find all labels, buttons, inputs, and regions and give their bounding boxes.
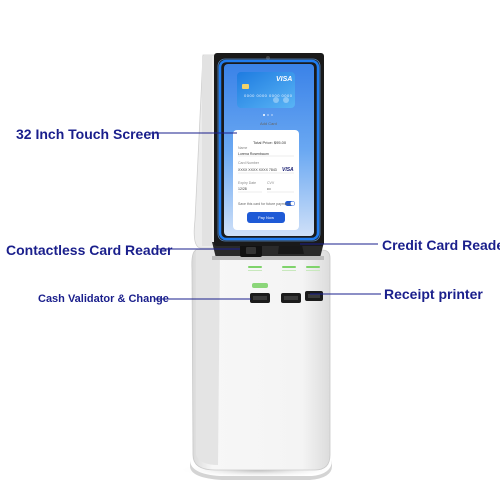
callout-contactless-reader: Contactless Card Reader (6, 242, 173, 258)
screen-cvv-field[interactable]: ••• (267, 187, 271, 191)
screen-card-number: 0000 0000 0000 0000 (244, 93, 293, 98)
callout-credit-card-reader: Credit Card Reader (382, 237, 500, 253)
status-light-right (306, 266, 320, 268)
screen-card-number-label: Card Number (238, 161, 260, 165)
screen-total-price: Total Price: $95.00 (253, 140, 287, 145)
screen-name-label: Name (238, 146, 248, 150)
page-dots-icon (263, 114, 273, 116)
kiosk-base (190, 460, 332, 480)
callout-cash-validator: Cash Validator & Change (38, 293, 169, 305)
callout-receipt-printer: Receipt printer (384, 286, 483, 302)
neon-frame (218, 59, 320, 241)
screen-add-card-link[interactable]: Add Card (260, 121, 277, 126)
screen-cvv-label: CVV (267, 181, 275, 185)
cash-validator-slot (252, 283, 268, 288)
kiosk-pedestal (191, 249, 331, 471)
screen-expiry-field[interactable]: 12/28 (238, 187, 247, 191)
screen-card-brand: VISA (276, 76, 293, 83)
screen-name-field[interactable]: Lorena Rosenbaum (238, 152, 269, 156)
status-light-middle (282, 266, 296, 268)
payment-form-panel (233, 130, 299, 230)
card-chip-icon (242, 84, 249, 89)
status-light-left (248, 266, 262, 268)
screen-save-card-text: Save this card for future payments (238, 202, 292, 206)
screen-pay-now-button[interactable]: Pay Now (247, 212, 285, 223)
callout-touch-screen: 32 Inch Touch Screen (16, 126, 160, 142)
screen-visa-logo: VISA (282, 167, 294, 173)
screen-credit-card (237, 72, 295, 108)
screen-expiry-label: Expiry Date (238, 181, 257, 185)
screen-card-number-field[interactable]: XXXX XXXX XXXX 7843 (238, 168, 277, 172)
